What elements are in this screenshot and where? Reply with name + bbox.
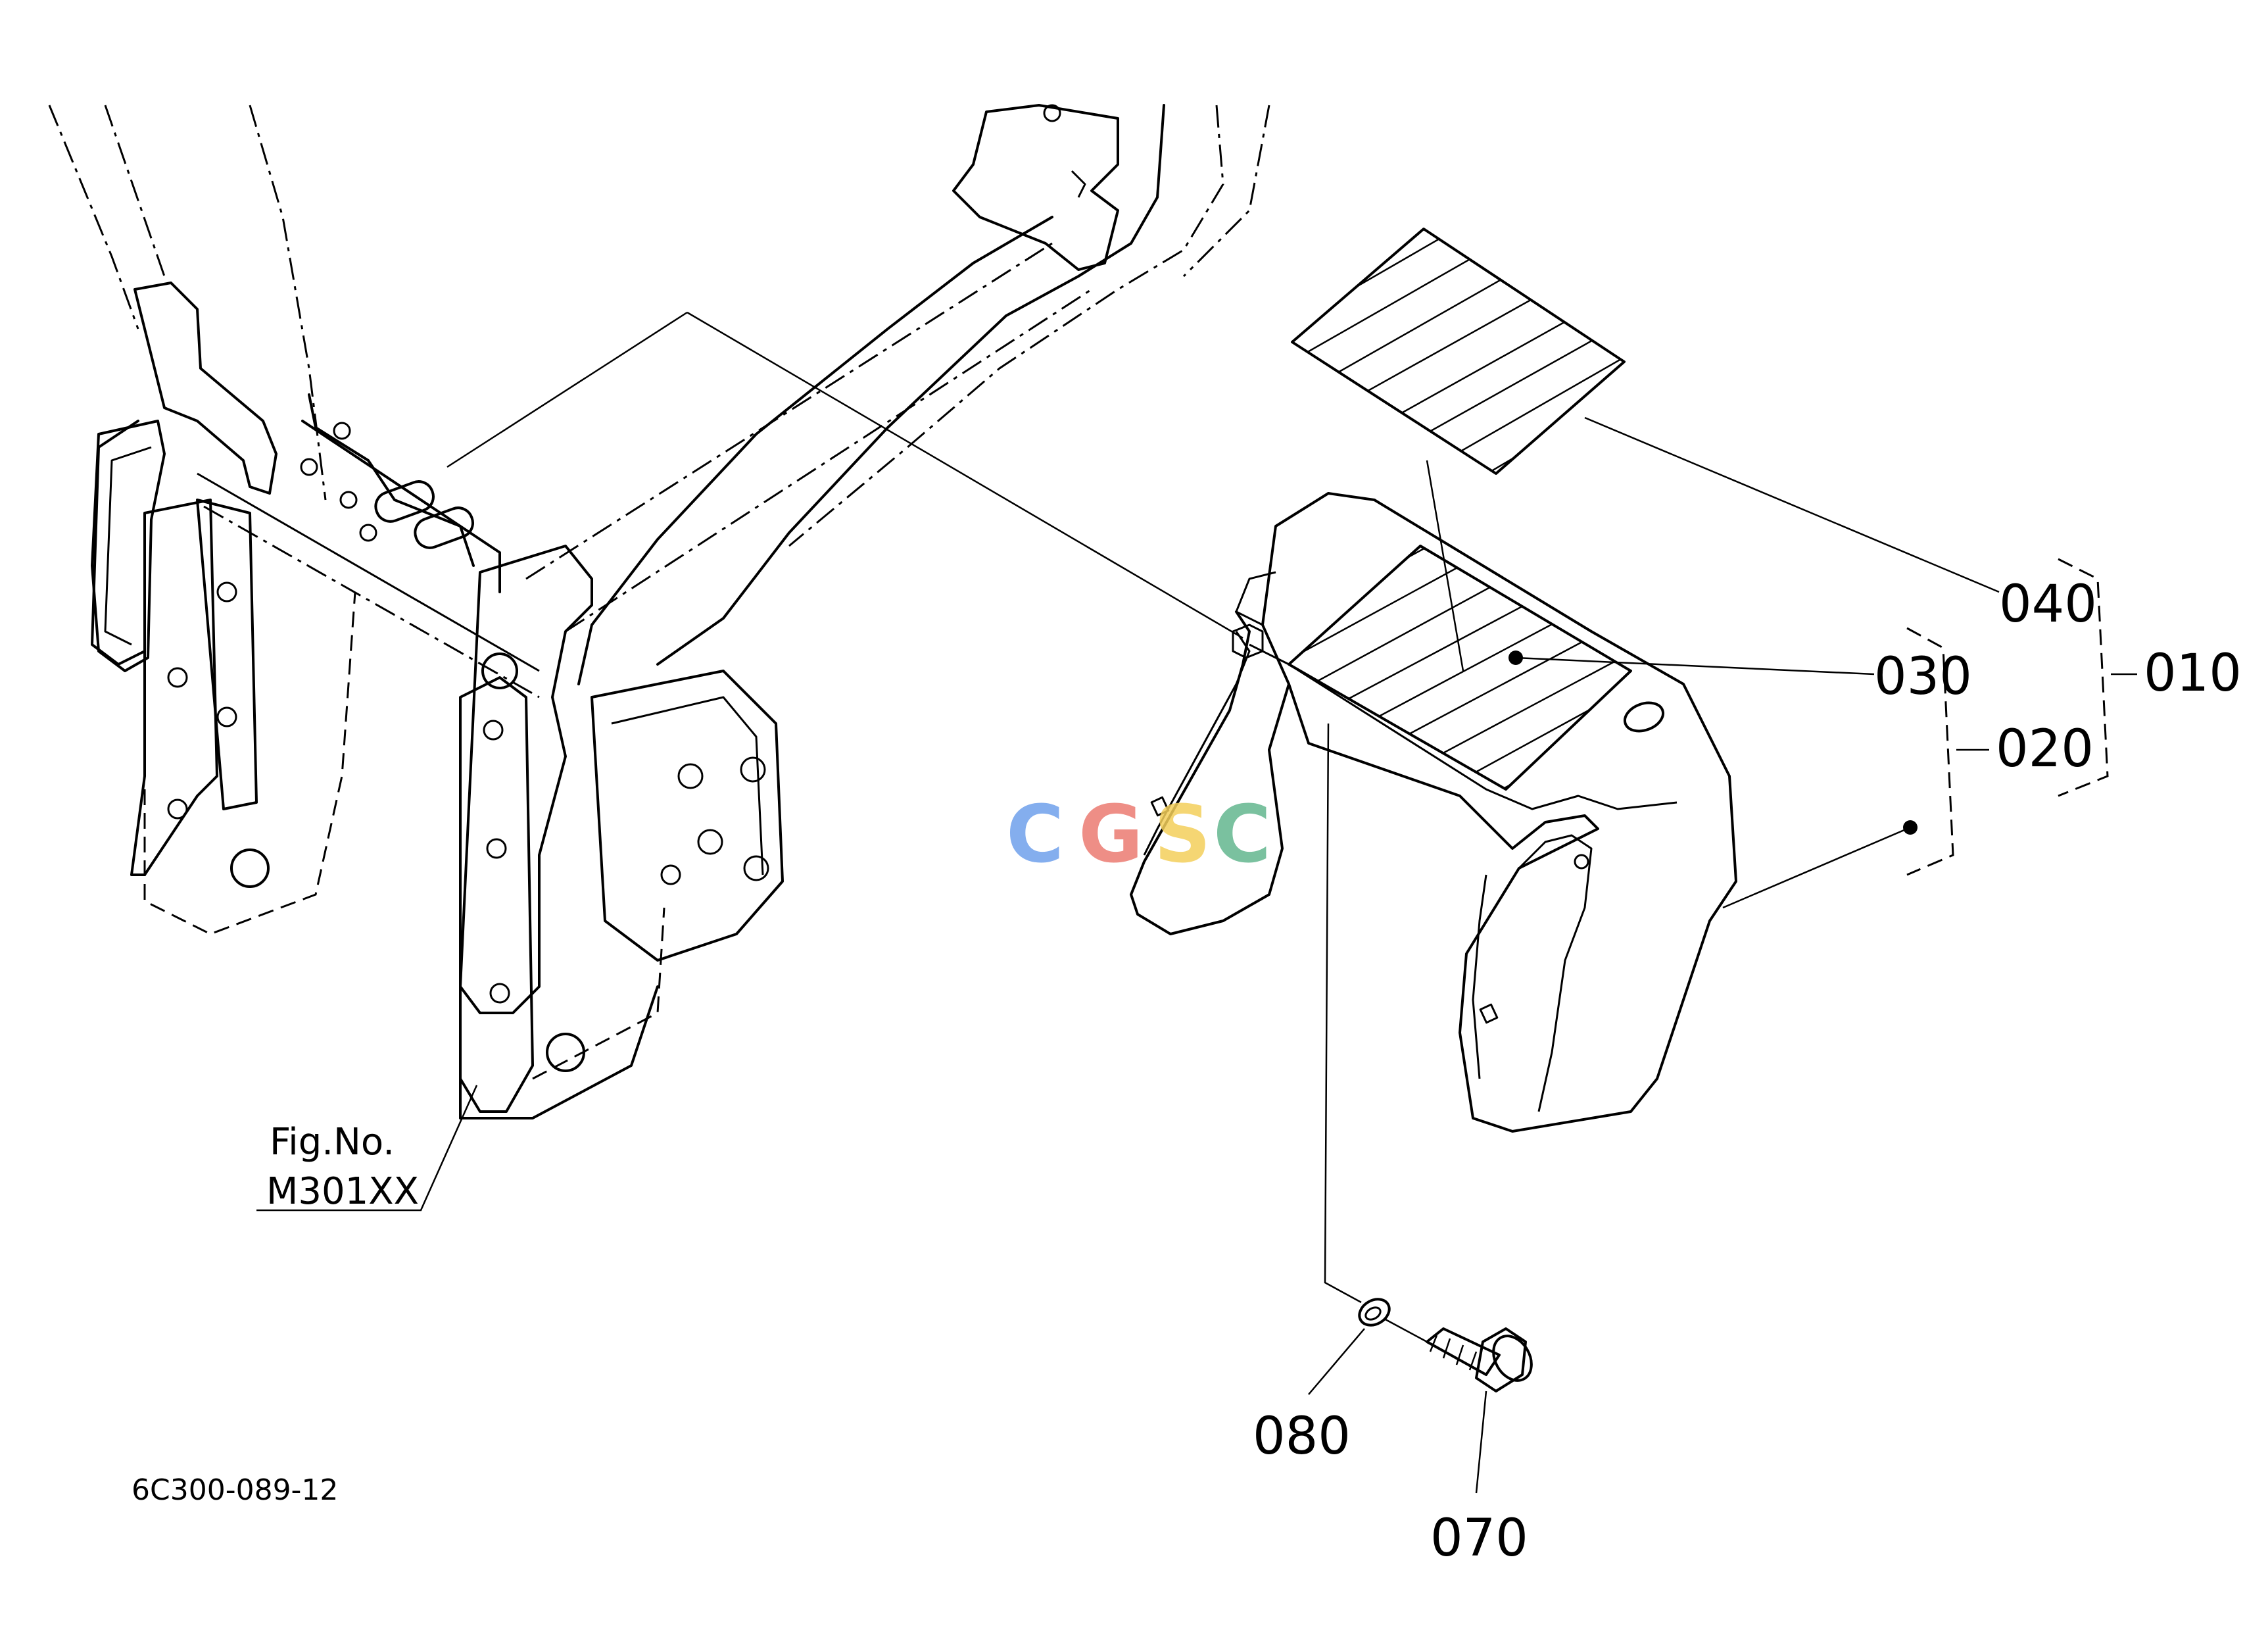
watermark-letter: G [1078,789,1144,881]
watermark: C G S C [1006,789,1271,881]
callout-040: 040 [1999,575,2097,634]
tractor-frame-assembly [48,104,1270,1119]
bolt-070 [1384,1317,1533,1392]
callout-030: 030 [1874,647,1972,706]
fig-ref-line1: Fig.No. [270,1121,395,1164]
drawing-code: 6C300-089-12 [132,1473,338,1507]
callout-010: 010 [2144,644,2242,703]
callout-070: 070 [1430,1509,1528,1568]
step-cover-assembly [446,228,1737,1392]
callout-080: 080 [1253,1407,1351,1466]
decal-040 [1291,228,1626,475]
watermark-letter: S [1154,789,1211,881]
watermark-letter: C [1213,789,1271,881]
washer-080 [1358,1298,1391,1327]
fig-ref-line2: M301XX [266,1170,419,1213]
callout-020: 020 [1996,720,2094,779]
callout-leaders [256,416,2137,1494]
watermark-letter: C [1006,789,1064,881]
